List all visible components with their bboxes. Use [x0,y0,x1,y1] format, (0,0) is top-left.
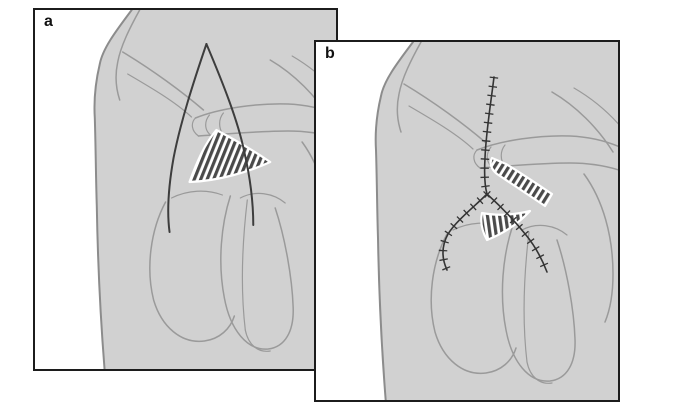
panel-a-label: a [44,13,53,30]
skin-defect-hatch [188,128,272,184]
incision-outline-left [167,43,208,233]
panel-b: b [314,40,620,402]
incision-outline-right [205,43,255,226]
suture-line-right-branch [486,193,548,273]
panel-a: a [33,8,338,371]
panel-b-label: b [325,45,335,62]
panel-b-illustration [374,42,618,400]
panel-a-illustration [93,10,336,369]
upper-flap-hatch [489,156,554,208]
suture-line-left-branch [442,193,488,271]
suture-line-vertical [483,76,495,195]
